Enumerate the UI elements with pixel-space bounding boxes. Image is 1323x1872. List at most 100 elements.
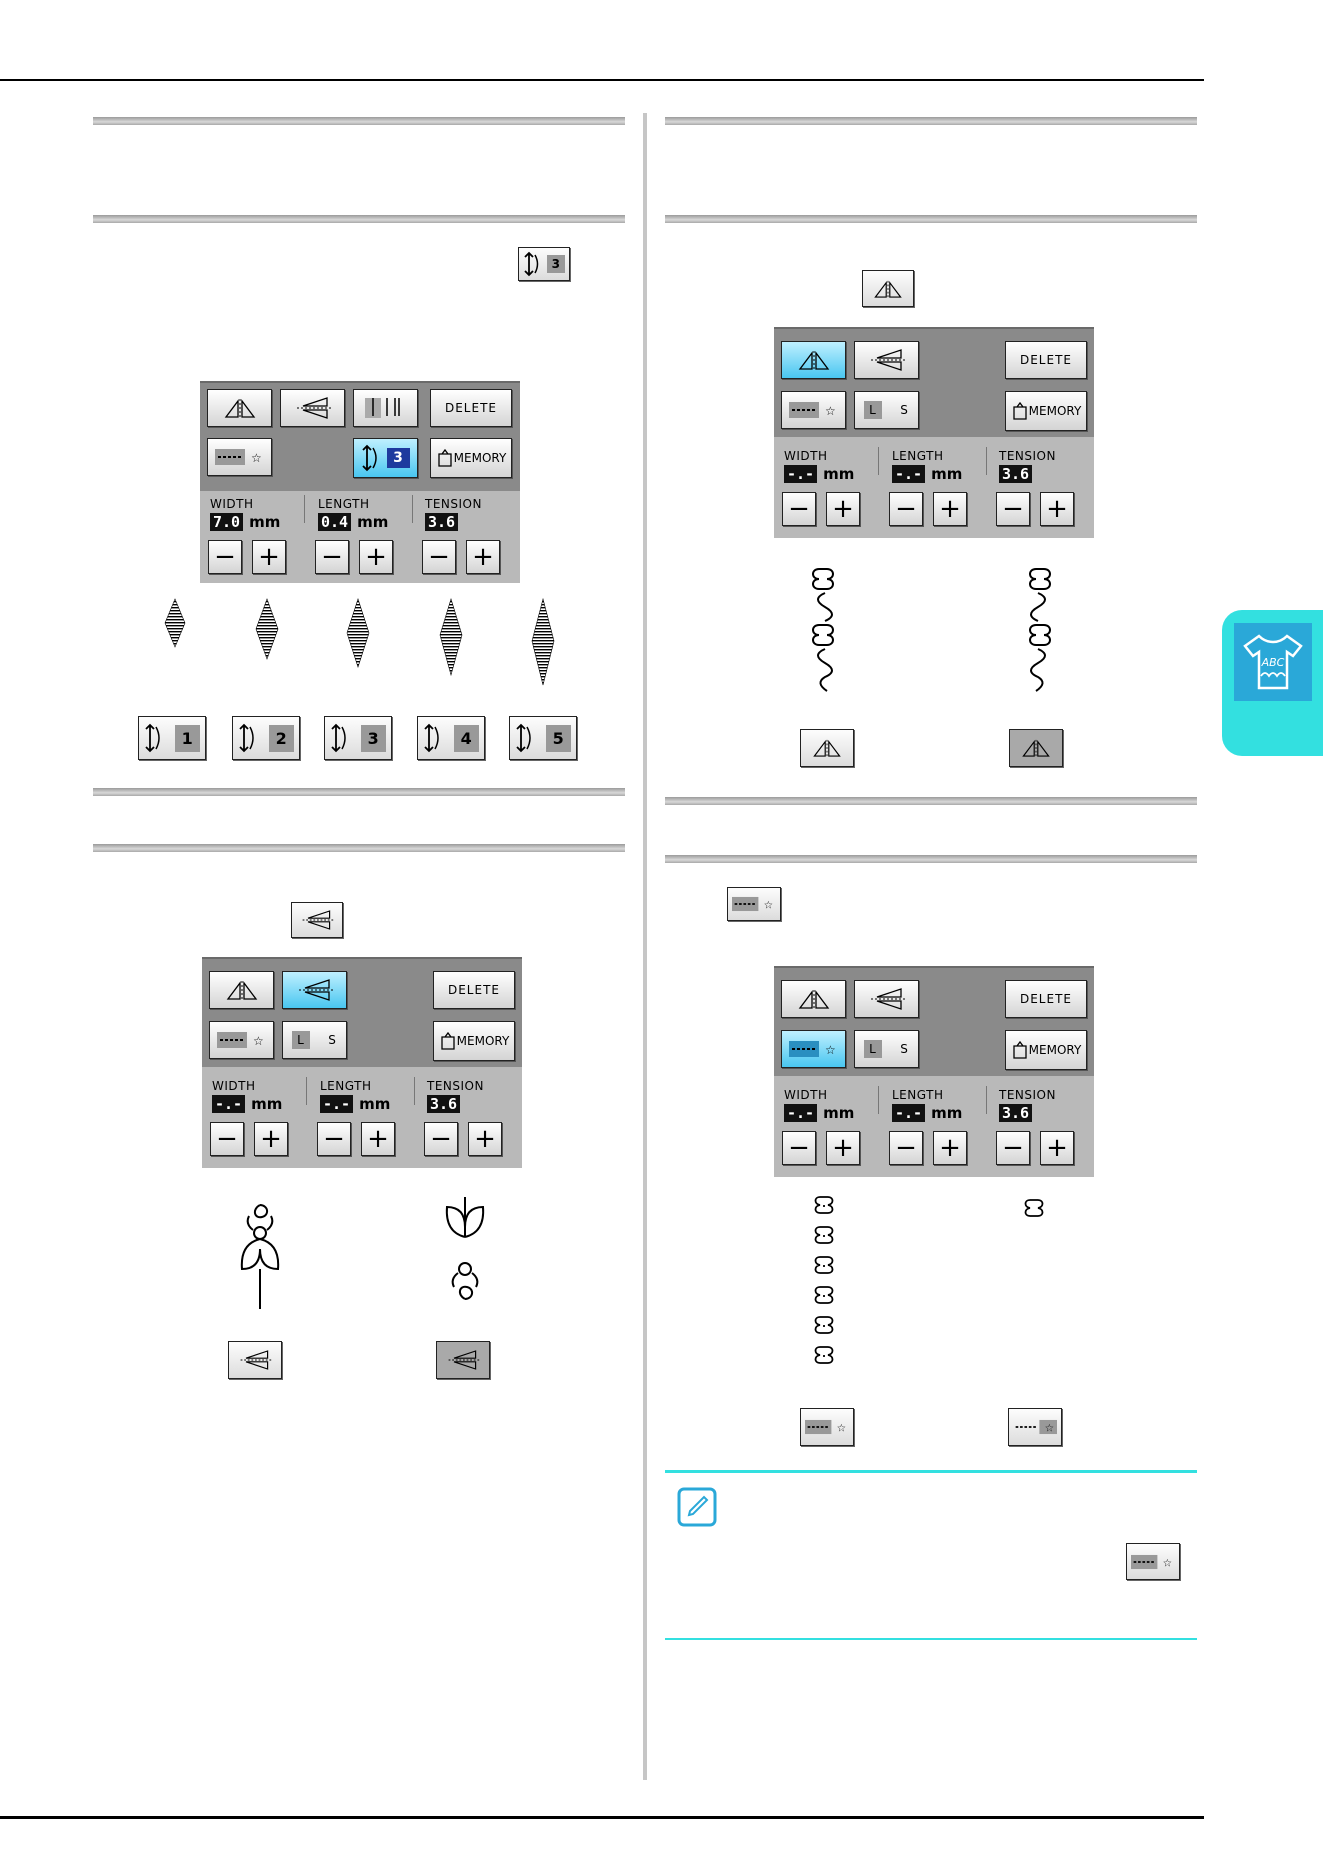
tension-label: TENSION xyxy=(999,449,1056,463)
repeat-continuous-button[interactable]: ☆ xyxy=(800,1408,854,1446)
length-plus-button[interactable]: + xyxy=(359,540,393,574)
width-minus-button[interactable]: − xyxy=(782,492,816,526)
mirror-horizontal-button[interactable] xyxy=(781,980,846,1018)
mirror-vertical-button[interactable] xyxy=(854,341,919,379)
mirror-horizontal-button-inline[interactable] xyxy=(862,270,914,307)
section-bar xyxy=(93,844,625,852)
tension-minus-button[interactable]: − xyxy=(996,492,1030,526)
mirror-vertical-button[interactable] xyxy=(854,980,919,1018)
tension-plus-button[interactable]: + xyxy=(1040,1131,1074,1165)
width-minus-button[interactable]: − xyxy=(210,1122,244,1156)
section-bar xyxy=(93,215,625,223)
elongation-step-4-button[interactable]: 4 xyxy=(417,716,485,760)
length-minus-button[interactable]: − xyxy=(315,540,349,574)
mirror-vertical-button[interactable] xyxy=(282,971,347,1009)
length-value: 0.4 xyxy=(318,513,352,531)
section-bar xyxy=(665,855,1197,863)
mirror-vertical-off-button[interactable] xyxy=(228,1341,282,1379)
length-plus-button[interactable]: + xyxy=(933,492,967,526)
pattern-repeat-button[interactable]: ☆ xyxy=(781,391,846,429)
svg-text:☆: ☆ xyxy=(253,1034,265,1048)
width-plus-button[interactable]: + xyxy=(252,540,286,574)
mirror-vertical-button[interactable] xyxy=(280,389,345,427)
delete-button[interactable]: DELETE xyxy=(1005,341,1087,379)
elongation-step-2-button[interactable]: 2 xyxy=(232,716,300,760)
elongation-step-1-button[interactable]: 1 xyxy=(138,716,206,760)
width-unit: mm xyxy=(251,1095,283,1113)
mirror-horizontal-button[interactable] xyxy=(209,971,274,1009)
mirror-horizontal-off-button[interactable] xyxy=(800,729,854,767)
mirror-vertical-icon xyxy=(296,397,331,419)
clover-column-normal xyxy=(812,568,834,692)
mirror-horizontal-button[interactable] xyxy=(781,341,846,379)
elongation-button-inline[interactable]: 3 xyxy=(518,247,570,281)
length-plus-button[interactable]: + xyxy=(933,1131,967,1165)
memory-button[interactable]: MEMORY xyxy=(1005,391,1087,431)
tension-plus-button[interactable]: + xyxy=(1040,492,1074,526)
mirror-horizontal-on-button[interactable] xyxy=(1009,729,1063,767)
elongation-icon xyxy=(516,723,531,753)
width-plus-button[interactable]: + xyxy=(254,1122,288,1156)
width-value: 7.0 xyxy=(210,513,244,531)
delete-button[interactable]: DELETE xyxy=(430,389,512,427)
length-plus-button[interactable]: + xyxy=(361,1122,395,1156)
pattern-repeat-button-inline[interactable]: ☆ xyxy=(727,887,781,921)
elongation-step-label: 3 xyxy=(360,724,386,752)
elongation-value: 3 xyxy=(546,255,565,273)
tension-plus-button[interactable]: + xyxy=(468,1122,502,1156)
width-plus-button[interactable]: + xyxy=(826,1131,860,1165)
tension-label: TENSION xyxy=(427,1079,484,1093)
pattern-repeat-button[interactable]: ☆ xyxy=(207,438,272,476)
mirror-horizontal-icon xyxy=(224,399,255,419)
width-unit: mm xyxy=(823,1104,855,1122)
tension-minus-button[interactable]: − xyxy=(422,540,456,574)
length-minus-button[interactable]: − xyxy=(889,492,923,526)
memory-button[interactable]: MEMORY xyxy=(430,438,512,478)
memo-box: ☆ xyxy=(665,1470,1197,1640)
pattern-repeat-button[interactable]: ☆ xyxy=(781,1030,846,1068)
memory-button[interactable]: MEMORY xyxy=(1005,1030,1087,1070)
mirror-vertical-icon xyxy=(302,910,334,930)
clover-column-mirrored xyxy=(1029,568,1051,692)
elongation-examples-illustration xyxy=(164,597,555,686)
mirror-horizontal-icon xyxy=(226,981,257,1001)
elongation-step-label: 4 xyxy=(453,724,479,752)
tension-plus-button[interactable]: + xyxy=(466,540,500,574)
tension-value: 3.6 xyxy=(425,513,459,531)
delete-button[interactable]: DELETE xyxy=(1005,980,1087,1018)
mirror-horizontal-icon xyxy=(813,739,841,758)
memory-button[interactable]: MEMORY xyxy=(433,1021,515,1061)
length-unit: mm xyxy=(931,465,963,483)
length-minus-button[interactable]: − xyxy=(317,1122,351,1156)
mirror-horizontal-button[interactable] xyxy=(207,389,272,427)
elongation-step-5-button[interactable]: 5 xyxy=(509,716,577,760)
svg-text:☆: ☆ xyxy=(837,1422,846,1434)
tension-value: 3.6 xyxy=(999,1104,1033,1122)
svg-text:☆: ☆ xyxy=(1045,1422,1054,1434)
tension-minus-button[interactable]: − xyxy=(996,1131,1030,1165)
length-minus-button[interactable]: − xyxy=(889,1131,923,1165)
memory-pocket-icon xyxy=(441,1031,455,1050)
elongation-step-label: 1 xyxy=(174,724,200,752)
elongation-step-3-button[interactable]: 3 xyxy=(324,716,392,760)
tension-minus-button[interactable]: − xyxy=(424,1122,458,1156)
needle-icon xyxy=(364,398,400,418)
needle-mode-button[interactable] xyxy=(353,389,418,427)
flower-pattern-mirrored xyxy=(445,1197,485,1300)
repeat-single-button[interactable]: ☆ xyxy=(1008,1408,1062,1446)
width-plus-button[interactable]: + xyxy=(826,492,860,526)
elongation-icon xyxy=(331,723,346,753)
pattern-repeat-button-memo[interactable]: ☆ xyxy=(1126,1543,1180,1580)
section-bar xyxy=(665,797,1197,805)
width-minus-button[interactable]: − xyxy=(208,540,242,574)
mirror-vertical-button-inline[interactable] xyxy=(291,902,343,938)
mirror-vertical-on-button[interactable] xyxy=(436,1341,490,1379)
delete-button[interactable]: DELETE xyxy=(433,971,515,1009)
width-minus-button[interactable]: − xyxy=(782,1131,816,1165)
mirror-horizontal-icon xyxy=(1022,739,1050,758)
pattern-repeat-button[interactable]: ☆ xyxy=(209,1021,274,1059)
elongation-button[interactable]: 3 xyxy=(353,438,418,478)
